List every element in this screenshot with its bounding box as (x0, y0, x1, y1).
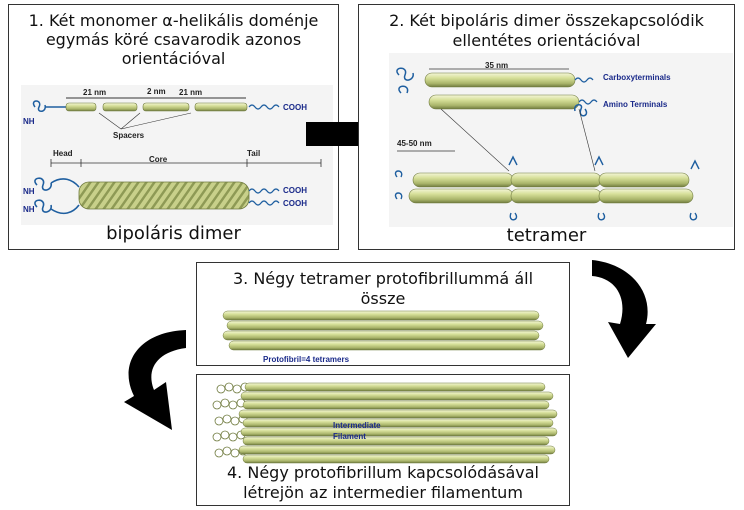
label-cooh-top: COOH (283, 103, 307, 112)
dimer-illustration: 21 nm 2 nm 21 nm NH COOH Space (21, 85, 333, 225)
label-seg1: 21 nm (83, 88, 107, 97)
label-nh-a: NH (23, 187, 35, 196)
label-carboxyterminals: Carboxyterminals (603, 73, 671, 82)
panel-intermediate-filament: Intermediate Filament 4. Négy protofibri… (196, 374, 570, 506)
panel4-caption-line2: létrejön az intermedier filamentum (243, 483, 523, 502)
label-head: Head (53, 149, 73, 158)
protofibril-drawing (222, 310, 546, 351)
panel2-caption: tetramer (506, 225, 587, 246)
curved-arrow-left-icon (124, 330, 186, 430)
tetramer-illustration: 35 nm Carboxyterminals Amino Terminals 4… (389, 53, 733, 227)
label-45-50nm: 45-50 nm (397, 139, 432, 148)
panel4-caption-line1: 4. Négy protofibrillum kapcsolódásával (227, 463, 539, 482)
label-cooh-a: COOH (283, 186, 307, 195)
panel1-title-line3: orientációval (121, 49, 226, 68)
tetramer-drawing (394, 67, 700, 221)
label-intermediate: Intermediate (333, 421, 381, 430)
label-core: Core (149, 155, 168, 164)
panel-protofibril: 3. Négy tetramer protofibrillummá áll ös… (196, 262, 570, 366)
label-amino-terminals: Amino Terminals (603, 100, 668, 109)
panel1-title-line1: 1. Két monomer α-helikális doménje (28, 11, 319, 30)
panel-bipolar-dimer: 1. Két monomer α-helikális doménje egymá… (8, 4, 339, 250)
label-35nm: 35 nm (485, 61, 509, 70)
label-spacers: Spacers (113, 131, 145, 140)
monomer-drawing (32, 97, 322, 215)
panel-tetramer: 2. Két bipoláris dimer összekapcsolódik … (358, 4, 735, 250)
label-nh-top: NH (23, 117, 35, 126)
panel3-title-line1: 3. Négy tetramer protofibrillummá áll (232, 269, 534, 288)
label-cooh-b: COOH (283, 199, 307, 208)
filament-drawing (212, 382, 558, 464)
panel1-title-line2: egymás köré csavarodik azonos (45, 30, 302, 49)
label-tail: Tail (247, 149, 261, 158)
panel2-title-line1: 2. Két bipoláris dimer összekapcsolódik (389, 11, 704, 30)
label-seg2: 21 nm (179, 88, 203, 97)
label-nh-b: NH (23, 205, 35, 214)
curved-arrow-down-icon (592, 260, 656, 358)
panel2-title-line2: ellentétes orientációval (452, 31, 641, 50)
label-gap: 2 nm (147, 87, 166, 96)
label-filament: Filament (333, 432, 366, 441)
panel3-title-line2: össze (360, 289, 406, 308)
label-protofibril: Protofibril=4 tetramers (263, 355, 350, 364)
panel1-caption: bipoláris dimer (106, 223, 241, 244)
